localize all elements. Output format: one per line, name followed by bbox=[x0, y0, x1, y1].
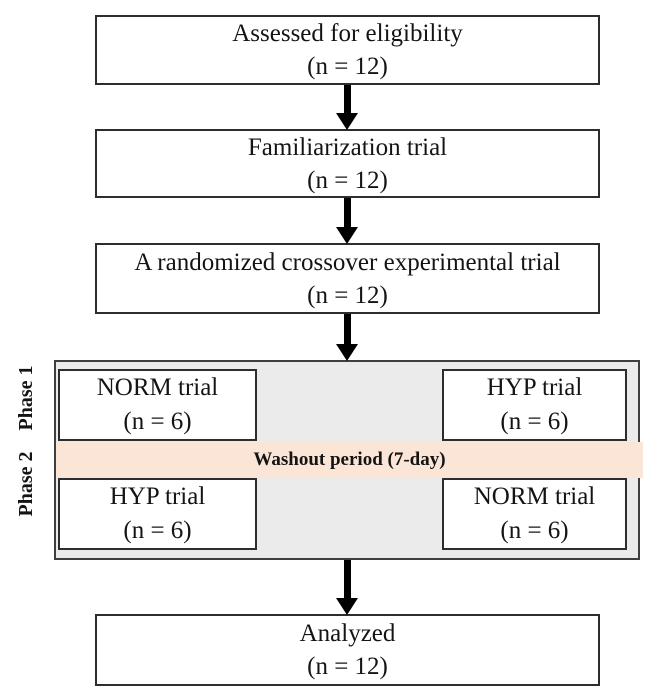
washout-period-label: Washout period (7-day) bbox=[253, 449, 446, 470]
randomized-count: (n = 12) bbox=[307, 281, 388, 309]
box-familiarization-trial: Familiarization trial (n = 12) bbox=[95, 129, 600, 198]
arrow-shaft bbox=[343, 85, 351, 113]
arrow-head bbox=[336, 227, 358, 244]
box-phase1-norm-trial: NORM trial (n = 6) bbox=[58, 369, 257, 441]
arrow-head bbox=[336, 598, 358, 615]
arrow-head bbox=[336, 113, 358, 130]
flow-arrow-2 bbox=[336, 198, 358, 244]
flow-arrow-3 bbox=[336, 314, 358, 361]
phase2-norm-count: (n = 6) bbox=[500, 517, 569, 544]
flow-arrow-1 bbox=[336, 85, 358, 130]
arrow-shaft bbox=[343, 314, 351, 344]
phase-2-label: Phase 2 bbox=[15, 451, 37, 517]
arrow-head bbox=[336, 344, 358, 361]
phase1-hyp-count: (n = 6) bbox=[500, 408, 569, 435]
phase1-hyp-title: HYP trial bbox=[486, 374, 583, 401]
assessed-title: Assessed for eligibility bbox=[232, 20, 463, 47]
phase1-norm-title: NORM trial bbox=[96, 374, 219, 401]
arrow-shaft bbox=[343, 560, 351, 598]
randomized-title: A randomized crossover experimental tria… bbox=[134, 248, 561, 276]
washout-period-band: Washout period (7-day) bbox=[56, 442, 643, 478]
familiarization-title: Familiarization trial bbox=[247, 133, 448, 161]
analyzed-title: Analyzed bbox=[299, 620, 396, 647]
box-randomized-crossover-trial: A randomized crossover experimental tria… bbox=[95, 243, 600, 314]
box-phase2-hyp-trial: HYP trial (n = 6) bbox=[58, 478, 257, 550]
flow-arrow-4 bbox=[336, 560, 358, 615]
box-phase2-norm-trial: NORM trial (n = 6) bbox=[442, 478, 627, 550]
box-phase1-hyp-trial: HYP trial (n = 6) bbox=[442, 369, 627, 441]
arrow-shaft bbox=[343, 198, 351, 227]
box-assessed-eligibility: Assessed for eligibility (n = 12) bbox=[95, 15, 600, 85]
phase-1-label: Phase 1 bbox=[15, 365, 37, 431]
phase2-hyp-title: HYP trial bbox=[109, 483, 206, 510]
box-analyzed: Analyzed (n = 12) bbox=[95, 614, 600, 686]
phase2-norm-title: NORM trial bbox=[473, 483, 596, 510]
familiarization-count: (n = 12) bbox=[307, 166, 388, 194]
analyzed-count: (n = 12) bbox=[307, 653, 388, 680]
assessed-count: (n = 12) bbox=[307, 53, 388, 80]
phase2-hyp-count: (n = 6) bbox=[123, 517, 192, 544]
phase1-norm-count: (n = 6) bbox=[123, 408, 192, 435]
